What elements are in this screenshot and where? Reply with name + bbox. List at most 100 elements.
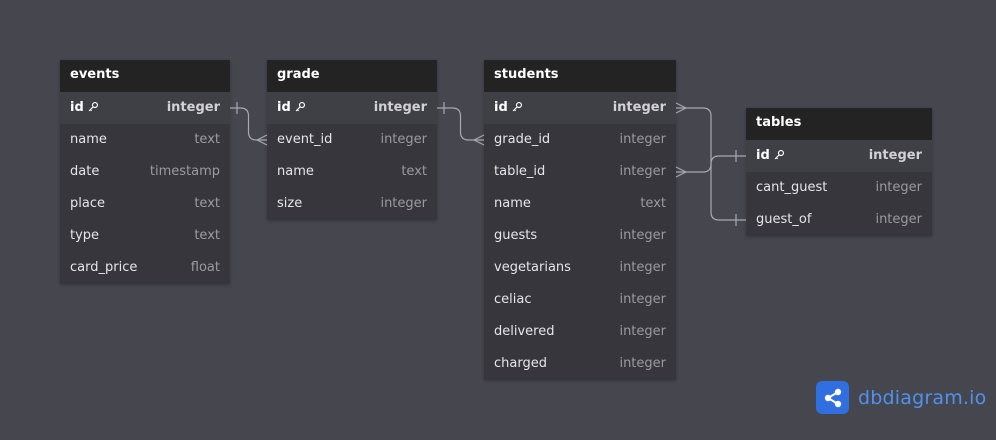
field-name-wrap: table_id — [494, 156, 545, 188]
field-name: table_id — [494, 164, 546, 179]
field-name: guests — [494, 228, 538, 243]
field-row-events-type[interactable]: type text — [60, 220, 230, 252]
field-type: integer — [619, 164, 666, 179]
field-type: text — [194, 132, 220, 147]
share-network-icon — [816, 381, 849, 414]
field-row-events-place[interactable]: place text — [60, 188, 230, 220]
field-row-students-grade_id[interactable]: grade_id integer — [484, 124, 676, 156]
table-header[interactable]: events — [60, 60, 230, 92]
field-name: date — [70, 164, 100, 179]
field-type: integer — [373, 100, 427, 115]
field-name-wrap: name — [277, 156, 314, 188]
field-type: integer — [619, 356, 666, 371]
field-name: vegetarians — [494, 260, 571, 275]
field-name-wrap: delivered — [494, 316, 554, 348]
field-name: grade_id — [494, 132, 551, 147]
field-name: name — [494, 196, 531, 211]
field-name: card_price — [70, 260, 138, 275]
field-type: integer — [619, 324, 666, 339]
key-icon — [512, 101, 522, 111]
field-row-tables-guest_of[interactable]: guest_of integer — [746, 204, 932, 236]
field-name-wrap: card_price — [70, 252, 137, 284]
key-icon — [88, 101, 98, 111]
field-row-students-guests[interactable]: guests integer — [484, 220, 676, 252]
table-header[interactable]: grade — [267, 60, 437, 92]
brand-name: dbdiagram.io — [858, 386, 987, 409]
field-row-grade-id[interactable]: id integer — [267, 92, 437, 124]
field-row-students-delivered[interactable]: delivered integer — [484, 316, 676, 348]
field-type: integer — [868, 148, 922, 163]
field-name: type — [70, 228, 100, 243]
field-type: integer — [619, 260, 666, 275]
field-row-events-date[interactable]: date timestamp — [60, 156, 230, 188]
field-type: integer — [875, 212, 922, 227]
field-row-grade-size[interactable]: size integer — [267, 188, 437, 220]
field-name-wrap: guest_of — [756, 204, 811, 236]
field-name-wrap: charged — [494, 348, 547, 380]
field-row-students-vegetarians[interactable]: vegetarians integer — [484, 252, 676, 284]
field-type: text — [640, 196, 666, 211]
field-name: celiac — [494, 292, 532, 307]
field-name: event_id — [277, 132, 333, 147]
field-name: id — [756, 148, 770, 163]
field-type: text — [194, 228, 220, 243]
field-name-wrap: guests — [494, 220, 537, 252]
field-name-wrap: type — [70, 220, 99, 252]
field-name: name — [70, 132, 107, 147]
field-row-students-table_id[interactable]: table_id integer — [484, 156, 676, 188]
field-name: cant_guest — [756, 180, 828, 195]
field-row-events-id[interactable]: id integer — [60, 92, 230, 124]
field-row-events-name[interactable]: name text — [60, 124, 230, 156]
field-type: integer — [380, 196, 427, 211]
field-type: integer — [619, 292, 666, 307]
key-icon — [774, 149, 784, 159]
field-type: text — [194, 196, 220, 211]
field-name-wrap: celiac — [494, 284, 531, 316]
field-row-tables-cant_guest[interactable]: cant_guest integer — [746, 172, 932, 204]
table-header[interactable]: students — [484, 60, 676, 92]
field-name-wrap: id — [70, 92, 99, 124]
field-name-wrap: date — [70, 156, 99, 188]
field-type: text — [401, 164, 427, 179]
field-name: charged — [494, 356, 547, 371]
key-icon — [295, 101, 305, 111]
field-row-grade-event_id[interactable]: event_id integer — [267, 124, 437, 156]
field-name-wrap: event_id — [277, 124, 332, 156]
field-type: timestamp — [149, 164, 220, 179]
field-row-students-celiac[interactable]: celiac integer — [484, 284, 676, 316]
field-type: integer — [619, 228, 666, 243]
field-row-students-name[interactable]: name text — [484, 188, 676, 220]
field-name: size — [277, 196, 303, 211]
field-type: integer — [619, 132, 666, 147]
table-header[interactable]: tables — [746, 108, 932, 140]
field-type: integer — [380, 132, 427, 147]
field-name: id — [494, 100, 508, 115]
field-name: id — [277, 100, 291, 115]
field-name: id — [70, 100, 84, 115]
field-name: name — [277, 164, 314, 179]
field-name-wrap: id — [494, 92, 523, 124]
field-name-wrap: place — [70, 188, 105, 220]
field-name-wrap: id — [756, 140, 785, 172]
field-name-wrap: vegetarians — [494, 252, 571, 284]
field-row-tables-id[interactable]: id integer — [746, 140, 932, 172]
table-events[interactable]: events id integer name text date timestamp plac… — [60, 60, 230, 284]
field-name-wrap: name — [494, 188, 531, 220]
field-name-wrap: size — [277, 188, 302, 220]
field-name-wrap: grade_id — [494, 124, 550, 156]
field-name: place — [70, 196, 105, 211]
field-type: integer — [875, 180, 922, 195]
field-name-wrap: id — [277, 92, 306, 124]
field-row-grade-name[interactable]: name text — [267, 156, 437, 188]
field-name: delivered — [494, 324, 555, 339]
field-row-students-charged[interactable]: charged integer — [484, 348, 676, 380]
brand-logo[interactable]: dbdiagram.io — [816, 381, 986, 414]
field-type: integer — [166, 100, 220, 115]
field-name-wrap: name — [70, 124, 107, 156]
